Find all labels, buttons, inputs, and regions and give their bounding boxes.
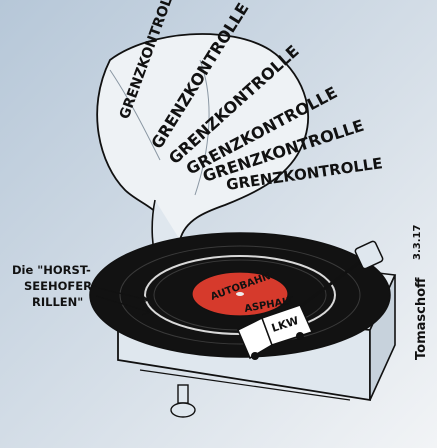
signature: Tomaschoff bbox=[414, 277, 429, 360]
caption-arrow-1 bbox=[97, 287, 149, 301]
caption: Die "HORST- SEEHOFER- RILLEN" bbox=[12, 263, 151, 316]
caption-line-2: SEEHOFER- bbox=[24, 279, 97, 293]
crank-handle bbox=[177, 384, 189, 404]
caption-arrow-2 bbox=[95, 295, 151, 313]
caption-line-3: RILLEN" bbox=[32, 295, 83, 309]
truck: LKW bbox=[237, 304, 314, 360]
vinyl-record: AUTOBAHN ASPHALT bbox=[89, 232, 391, 358]
caption-line-1: Die "HORST- bbox=[12, 263, 91, 277]
date-mark: 3.3.17 bbox=[412, 225, 423, 260]
